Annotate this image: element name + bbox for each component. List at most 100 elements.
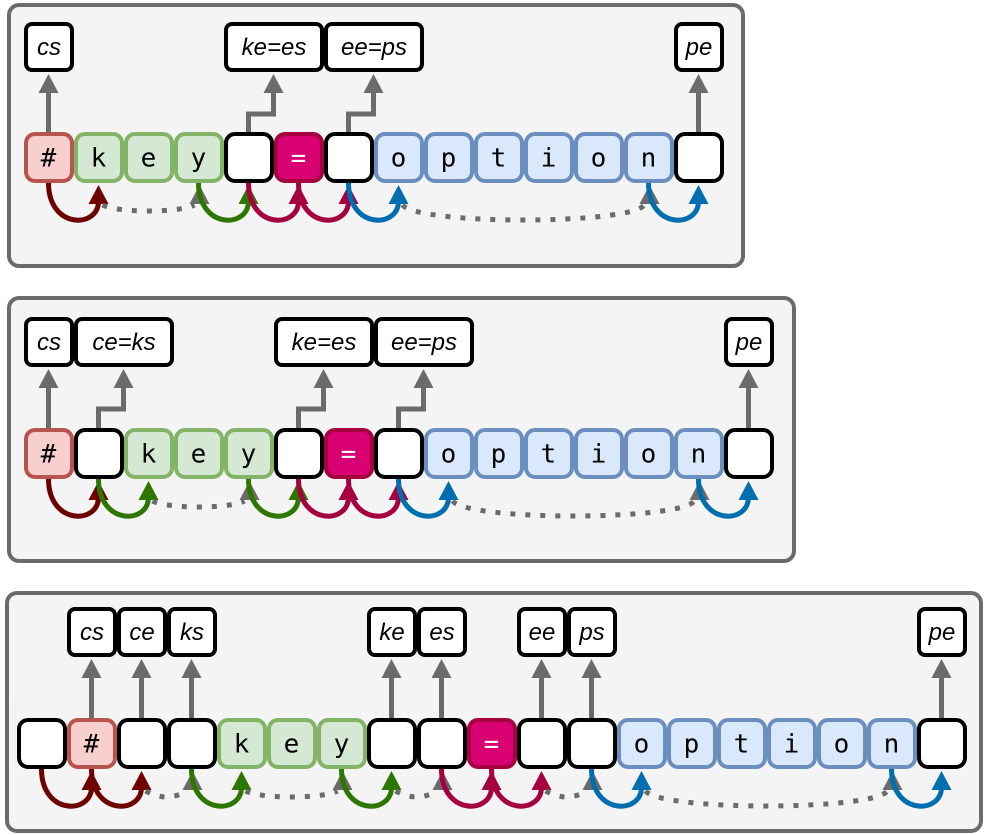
transition-arrow: [189, 768, 252, 809]
cell-blank: [724, 428, 774, 479]
panel-frame: [5, 591, 983, 833]
cell-key: y: [174, 132, 224, 183]
cell-eq: =: [324, 428, 374, 479]
cell-key: e: [174, 428, 224, 479]
cell-option: t: [717, 718, 767, 769]
arrow-head-icon: [131, 659, 152, 678]
cell-char: #: [41, 144, 57, 174]
state-label-text: ee=ps: [341, 34, 407, 61]
label-arrow: [81, 659, 102, 718]
cell-key: e: [267, 718, 317, 769]
cell-char: o: [391, 144, 407, 174]
cell-char: o: [634, 730, 650, 760]
cell-char: =: [484, 730, 500, 760]
cell-option: p: [667, 718, 717, 769]
cell-option: o: [817, 718, 867, 769]
label-arrow: [296, 369, 334, 428]
arrow-head-icon: [413, 369, 434, 388]
cell-option: o: [574, 132, 624, 183]
cell-hash: #: [24, 428, 74, 479]
arrow-head-icon: [531, 659, 552, 678]
state-label-text: pe: [928, 619, 956, 646]
transition-arrow: [96, 478, 159, 519]
label-arrow: [531, 659, 552, 718]
cell-char: k: [91, 144, 107, 174]
state-label-text: ke: [379, 619, 404, 646]
cell-hash: #: [24, 132, 74, 183]
label-arrow: [931, 659, 952, 718]
arrow-head-icon: [738, 481, 759, 500]
state-label: pe: [917, 607, 967, 657]
cell-blank: [274, 428, 324, 479]
cell-hash: #: [67, 718, 117, 769]
cell-char: i: [541, 144, 557, 174]
state-label-text: ce: [129, 619, 154, 646]
arrow-head-icon: [931, 771, 952, 790]
arrow-head-icon: [688, 74, 709, 93]
cell-char: #: [84, 730, 100, 760]
arrow-head-icon: [81, 659, 102, 678]
state-label: es: [417, 607, 467, 657]
state-label-text: es: [429, 619, 454, 646]
arrow-head-icon: [531, 771, 552, 790]
cell-char: p: [684, 730, 700, 760]
cell-char: i: [784, 730, 800, 760]
transition-arrow: [339, 768, 402, 809]
state-label: pe: [724, 317, 774, 367]
transition-arrow: [396, 478, 459, 519]
cell-char: o: [834, 730, 850, 760]
arrow-head-icon: [738, 369, 759, 388]
cell-char: y: [334, 730, 350, 760]
label-arrow: [131, 659, 152, 718]
arrow-head-icon: [581, 659, 602, 678]
cell-blank: [567, 718, 617, 769]
arrow-head-icon: [138, 481, 159, 500]
state-label: ke: [367, 607, 417, 657]
cell-blank: [17, 718, 67, 769]
state-label: cs: [24, 317, 74, 367]
cell-char: k: [141, 440, 157, 470]
cell-blank: [674, 132, 724, 183]
transition-arrow: [89, 768, 152, 809]
state-label-text: ce=ks: [92, 329, 155, 356]
cell-char: #: [41, 440, 57, 470]
cell-blank: [367, 718, 417, 769]
cell-char: o: [641, 440, 657, 470]
cell-char: t: [491, 144, 507, 174]
transition-arrow: [589, 768, 652, 809]
cell-char: t: [541, 440, 557, 470]
cell-option: o: [624, 428, 674, 479]
state-label-text: pe: [685, 34, 713, 61]
cell-blank: [224, 132, 274, 183]
cell-char: o: [591, 144, 607, 174]
state-label: ee=ps: [374, 317, 474, 367]
label-arrow: [381, 659, 402, 718]
arrow-head-icon: [388, 185, 409, 204]
state-label: pe: [674, 22, 724, 72]
cell-key: k: [124, 428, 174, 479]
state-label-text: cs: [37, 34, 61, 61]
label-arrow: [38, 74, 59, 132]
cell-option: t: [524, 428, 574, 479]
state-label-text: pe: [735, 329, 763, 356]
state-label-text: ks: [180, 619, 204, 646]
cell-char: =: [291, 144, 307, 174]
cell-char: y: [191, 144, 207, 174]
label-arrow: [181, 659, 202, 718]
cell-option: n: [867, 718, 917, 769]
arrow-head-icon: [431, 659, 452, 678]
state-label: ce: [117, 607, 167, 657]
arrow-head-icon: [438, 481, 459, 500]
state-label-text: ee=ps: [391, 329, 457, 356]
cell-blank: [417, 718, 467, 769]
cell-blank: [917, 718, 967, 769]
arrow-head-icon: [381, 659, 402, 678]
arrow-head-icon: [88, 185, 109, 204]
cell-option: p: [424, 132, 474, 183]
arrow-head-icon: [688, 185, 709, 204]
cell-char: p: [491, 440, 507, 470]
state-label: ps: [567, 607, 617, 657]
arrow-head-icon: [113, 369, 134, 388]
